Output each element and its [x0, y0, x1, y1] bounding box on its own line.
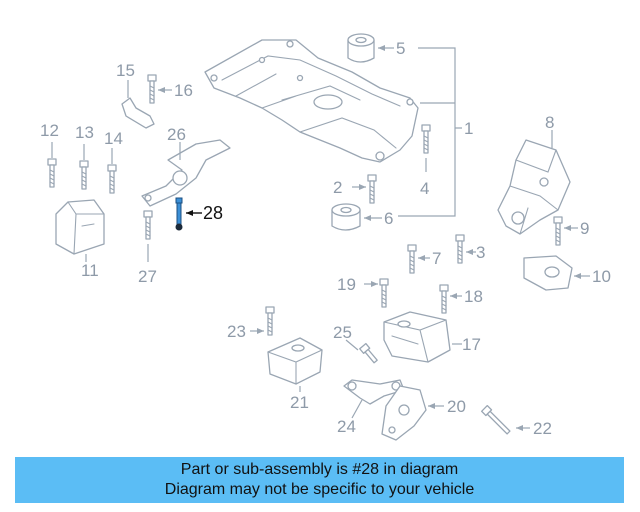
callout-5: 5 [396, 39, 405, 58]
callout-15: 15 [116, 61, 135, 80]
callout-25: 25 [333, 323, 352, 342]
callout-18: 18 [464, 287, 483, 306]
bushing-5-part[interactable] [347, 33, 375, 63]
callout-23: 23 [227, 322, 246, 341]
callout-17: 17 [462, 335, 481, 354]
bolt-12-part[interactable] [47, 158, 57, 188]
bolt-19-part[interactable] [379, 278, 389, 308]
bolt-14-part[interactable] [107, 164, 117, 194]
parts-diagram: 1 5 6 4 2 8 9 10 7 3 [40, 33, 611, 441]
callout-6: 6 [384, 209, 393, 228]
mount-21-part[interactable] [267, 337, 323, 385]
bolt-13-part[interactable] [79, 160, 89, 190]
callout-21: 21 [290, 393, 309, 412]
banner-line-part-number: Part or sub-assembly is #28 in diagram [180, 461, 459, 478]
bolt-16-part[interactable] [147, 74, 157, 104]
callout-9: 9 [580, 219, 589, 238]
info-banner: Part or sub-assembly is #28 in diagram D… [15, 457, 624, 503]
callout-4: 4 [420, 179, 429, 198]
callout-1: 1 [464, 119, 473, 138]
callout-14: 14 [104, 129, 123, 148]
bolt-9-part[interactable] [553, 216, 563, 246]
bracket-8-part[interactable] [497, 139, 571, 235]
bolt-28-part[interactable] [175, 197, 183, 231]
bolt-25-part[interactable] [359, 342, 379, 364]
callout-11: 11 [81, 261, 99, 280]
banner-line-disclaimer: Diagram may not be specific to your vehi… [164, 481, 475, 498]
callout-22: 22 [533, 419, 552, 438]
bolt-7-part[interactable] [407, 244, 417, 274]
callout-13: 13 [75, 123, 94, 142]
callout-27: 27 [138, 267, 157, 286]
callout-28: 28 [203, 203, 223, 223]
callout-10: 10 [592, 267, 611, 286]
callout-12: 12 [40, 121, 59, 140]
bolt-18-part[interactable] [439, 284, 449, 314]
bolt-4-part[interactable] [421, 124, 431, 154]
arm-26-part[interactable] [141, 139, 231, 207]
bolt-2-part[interactable] [367, 174, 377, 204]
bolt-27-part[interactable] [143, 210, 153, 240]
bushing-6-part[interactable] [331, 203, 361, 231]
bracket-15-part[interactable] [121, 97, 155, 129]
subframe-part[interactable] [204, 39, 419, 163]
callout-3: 3 [476, 243, 485, 262]
bolt-23-part[interactable] [265, 306, 275, 336]
mount-10-part[interactable] [523, 255, 573, 291]
bolt-3-part[interactable] [455, 234, 465, 264]
callout-2: 2 [333, 178, 342, 197]
callout-7: 7 [432, 249, 441, 268]
mount-17-part[interactable] [383, 311, 451, 363]
bracket-20-part[interactable] [381, 385, 427, 441]
bolt-22-part[interactable] [480, 404, 512, 436]
callout-8: 8 [545, 113, 554, 132]
callout-20: 20 [447, 397, 466, 416]
mount-11-part[interactable] [55, 199, 105, 255]
callout-24: 24 [337, 417, 356, 436]
callout-19: 19 [337, 275, 356, 294]
callout-26: 26 [167, 125, 186, 144]
callout-16: 16 [174, 81, 193, 100]
